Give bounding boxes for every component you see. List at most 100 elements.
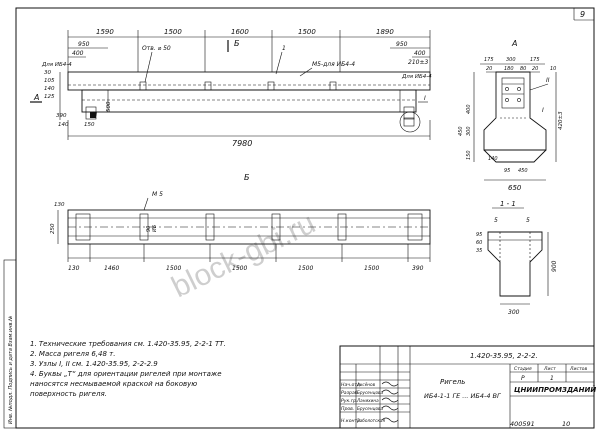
section-11-height: 900 (551, 260, 558, 272)
section-b-mark-ib: ИБ (152, 224, 158, 232)
main-view: 1590 1500 1600 1500 1890 950 400 950 400… (30, 28, 432, 148)
view-a-dim-300: 300 (506, 57, 516, 63)
dim-left-2: 105 (44, 78, 55, 84)
dim-top-2: 1500 (164, 28, 182, 36)
view-a-dim-95: 95 (504, 168, 510, 174)
view-a-dim-20a: 20 (486, 66, 492, 72)
dim-top-1: 1590 (96, 28, 114, 36)
total-length: 7980 (232, 139, 252, 148)
note-6: поверхность ригеля. (30, 390, 107, 398)
dim-950-right: 950 (396, 41, 408, 48)
section-11-profile (487, 231, 543, 297)
signature-5 (381, 417, 399, 423)
sheet-frame (15, 7, 595, 429)
section-11-dim-60: 60 (476, 240, 482, 246)
dim-500: 500 (106, 101, 112, 112)
role-3: Рук.гр. (341, 398, 358, 404)
view-a-height: 420±3 (558, 111, 564, 130)
section-11-5b: 5 (526, 217, 530, 224)
view-a-dim-450: 450 (458, 126, 464, 136)
dim-210: 210±3 (408, 59, 428, 66)
label-left-ib: Для ИБ4-4 (41, 62, 72, 68)
role-4: Пров. (341, 406, 354, 412)
stage-value: Р (521, 375, 525, 382)
section-b-dim-6: 1500 (364, 265, 379, 272)
pointer-1: 1 (282, 45, 286, 52)
item-name: Ригель (440, 378, 465, 386)
section-b-mark-90: 90 (146, 226, 152, 232)
section-a-mark: A (33, 93, 39, 102)
sheet-value: 1 (550, 375, 554, 382)
section-11-width: 300 (508, 309, 520, 316)
stage-label: Стадия (514, 366, 532, 372)
sheet-label: Лист (543, 366, 556, 372)
hole-label: Отв. ⌀ 50 (142, 45, 171, 52)
dim-950-left: 950 (78, 41, 90, 48)
view-a-width: 650 (508, 184, 522, 192)
format-number: 10 (562, 420, 570, 428)
note-1: 1. Технические требования см. 1.420-35.9… (30, 340, 226, 348)
mark-m5: М5-для ИБ4-4 (312, 61, 355, 68)
watermark: block-gbi.ru (167, 207, 321, 305)
section-b-dim-5: 1500 (298, 265, 313, 272)
view-a-dim-80: 80 (520, 66, 526, 72)
dim-400-right: 400 (414, 50, 426, 57)
inventory-number: 400591 (510, 420, 535, 428)
sheets-label: Листов (569, 366, 587, 372)
role-5: Н.контр. (341, 418, 362, 424)
roman-iii: III (92, 111, 98, 118)
view-a-dim-140: 140 (488, 156, 498, 162)
view-a-label-ii: II (546, 77, 550, 84)
name-2: Брусенцова (357, 390, 384, 395)
section-1-1: 1 - 1 5 5 95 60 35 900 300 (476, 200, 558, 316)
view-a-title: A (511, 39, 517, 48)
label-right-ib: Для ИБ4-4 (401, 74, 432, 80)
dim-top-3: 1600 (231, 28, 249, 36)
view-a-dim-175r: 175 (530, 57, 540, 63)
section-b-mark: М 5 (152, 191, 163, 198)
dim-left-1: 30 (44, 70, 51, 76)
view-a-dim-180: 180 (504, 66, 514, 72)
signature-2 (381, 389, 399, 395)
side-stamp (3, 259, 17, 429)
note-4: 4. Буквы „Т“ для ориентации ригелей при … (30, 370, 222, 378)
beam-web (81, 89, 417, 113)
section-b: Б М 5 90 ИБ 250 130 1460 1500 1500 1500 … (50, 173, 431, 272)
section-b-dim-2: 1460 (104, 265, 119, 272)
note-5: наносятся несмываемой краской на боковую (30, 380, 198, 388)
name-4: Брусенцова (357, 406, 384, 411)
view-a-size-top: 10 (550, 66, 556, 72)
view-a: A 175 300 175 20 180 80 20 II I 400 300 … (458, 39, 564, 192)
section-11-5a: 5 (494, 217, 498, 224)
role-1: Нач.отд. (341, 382, 362, 388)
view-a-dim-20b: 20 (532, 66, 538, 72)
view-a-dim-150: 150 (466, 150, 472, 160)
view-a-dim-175l: 175 (484, 57, 494, 63)
section-b-dim-3: 1500 (166, 265, 181, 272)
section-11-dim-35: 35 (476, 248, 482, 254)
dim-140-left: 140 (58, 122, 69, 128)
view-a-label-i: I (542, 107, 544, 114)
organization: ЦНИИПРОМЗДАНИЙ (514, 385, 596, 394)
view-a-dim-400: 400 (466, 104, 472, 114)
section-b-dim-1: 130 (68, 265, 80, 272)
dim-top-4: 1500 (298, 28, 316, 36)
note-3: 3. Узлы I, II см. 1.420-35.95, 2-2-2.9 (30, 360, 158, 368)
dim-400-left: 400 (72, 50, 84, 57)
dim-left-3: 140 (44, 86, 55, 92)
dim-left-4: 125 (44, 94, 55, 100)
name-3: Ланихина (356, 398, 379, 403)
dim-390: 390 (56, 113, 67, 119)
section-b-dim-height: 250 (50, 223, 56, 234)
signature-4 (381, 405, 399, 411)
view-a-dim-450b: 450 (518, 168, 528, 174)
title-block-code: 1.420-35.95, 2-2-2. (470, 352, 538, 360)
roman-i: I (424, 95, 426, 102)
section-11-dim-95: 95 (476, 232, 482, 238)
section-11-title: 1 - 1 (500, 200, 516, 208)
role-2: Разраб. (341, 390, 359, 396)
section-b-dim-7: 390 (412, 265, 424, 272)
dim-top-5: 1890 (376, 28, 394, 36)
